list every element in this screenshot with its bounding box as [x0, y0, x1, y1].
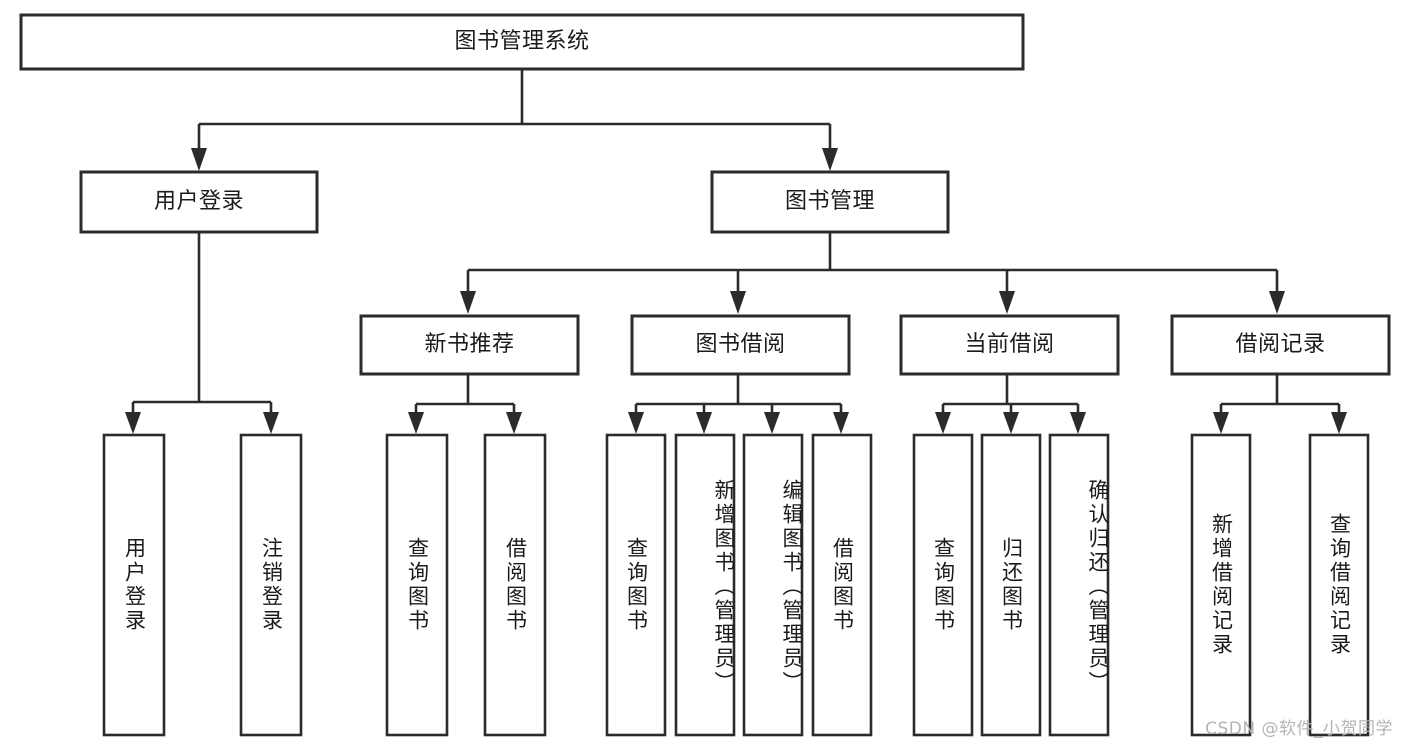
connector-bb-bus: [636, 374, 841, 406]
arrowhead-leaf-add-record: [1213, 412, 1229, 434]
arrowhead-leaf-borrow-book-2: [833, 412, 849, 434]
arrowhead-leaf-query-record: [1331, 412, 1347, 434]
node-leaf-user-login-box[interactable]: [102, 433, 166, 737]
arrowhead-user-login: [191, 148, 207, 171]
node-leaf-user-logout-box[interactable]: [239, 433, 303, 737]
connector-cb-bus: [943, 374, 1078, 406]
node-leaf-borrow-book-2-box[interactable]: [811, 433, 873, 737]
node-leaf-confirm-return-box[interactable]: [1048, 433, 1110, 737]
node-leaf-query-record-box[interactable]: [1308, 433, 1370, 737]
node-root-box[interactable]: [19, 13, 1025, 71]
arrowhead-leaf-add-book: [696, 412, 712, 434]
node-leaf-query-book-2-box[interactable]: [605, 433, 667, 737]
node-user-login-box[interactable]: [79, 170, 319, 234]
arrowhead-leaf-query-book-1: [408, 412, 424, 434]
node-leaf-query-book-3-box[interactable]: [912, 433, 974, 737]
node-leaf-add-book-box[interactable]: [674, 433, 736, 737]
node-leaf-edit-book-box[interactable]: [742, 433, 804, 737]
node-book-manage-box[interactable]: [710, 170, 950, 234]
connector-book-manage-bus: [468, 232, 1277, 272]
arrowhead-book-manage: [822, 148, 838, 171]
arrowhead-leaf-query-book-3: [935, 412, 951, 434]
watermark-text: CSDN @软件_小贺同学: [1205, 719, 1393, 739]
arrowhead-current-borrow: [999, 291, 1015, 314]
connector-root-bus: [199, 69, 830, 126]
node-leaf-add-record-box[interactable]: [1190, 433, 1252, 737]
arrowhead-leaf-query-book-2: [628, 412, 644, 434]
node-leaf-return-book-box[interactable]: [980, 433, 1042, 737]
arrowhead-leaf-confirm-return: [1070, 412, 1086, 434]
node-current-borrow-box[interactable]: [899, 314, 1120, 376]
connector-user-login-bus: [133, 232, 271, 404]
connector-br-bus: [1221, 374, 1339, 406]
node-borrow-record-box[interactable]: [1170, 314, 1391, 376]
node-new-book-rec-box[interactable]: [359, 314, 580, 376]
arrowhead-leaf-borrow-book-1: [506, 412, 522, 434]
node-leaf-borrow-book-1-box[interactable]: [483, 433, 547, 737]
connector-nbr-bus: [416, 374, 514, 406]
arrowhead-leaf-return-book: [1003, 412, 1019, 434]
node-leaf-query-book-1-box[interactable]: [385, 433, 449, 737]
arrowhead-leaf-user-login: [125, 412, 141, 434]
arrowhead-book-borrow: [730, 291, 746, 314]
node-book-borrow-box[interactable]: [630, 314, 851, 376]
arrowhead-new-book-rec: [460, 291, 476, 314]
arrowhead-borrow-record: [1269, 291, 1285, 314]
arrowhead-leaf-user-logout: [263, 412, 279, 434]
arrowhead-leaf-edit-book: [764, 412, 780, 434]
